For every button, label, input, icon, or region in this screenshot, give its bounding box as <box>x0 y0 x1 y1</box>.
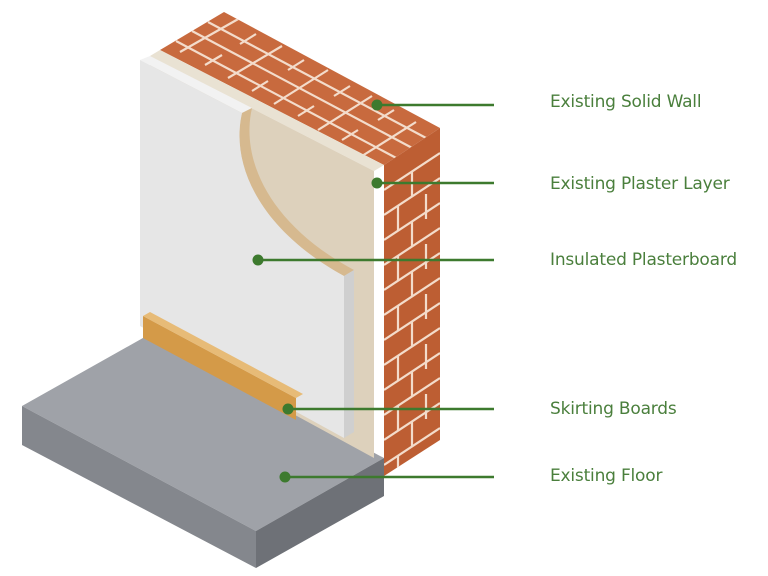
leader-dot-plasterboard <box>252 254 264 266</box>
floor-front-face <box>22 406 256 568</box>
board-edge-curve <box>239 108 354 276</box>
leader-dot-plaster <box>371 177 383 189</box>
leader-dot-solid-wall <box>371 99 383 111</box>
plaster-top-edge <box>150 50 384 171</box>
label-existing-plaster-layer: Existing Plaster Layer <box>550 174 730 194</box>
brick-wall-side <box>384 128 440 476</box>
skirting-board <box>143 312 303 420</box>
board-right-edge <box>344 270 354 438</box>
floor-top-face <box>22 334 384 531</box>
label-existing-floor: Existing Floor <box>550 466 663 486</box>
label-skirting-boards: Skirting Boards <box>550 399 677 419</box>
floor-side-face <box>256 458 384 568</box>
floor-slab <box>22 334 384 568</box>
label-insulated-plasterboard: Insulated Plasterboard <box>550 250 737 270</box>
label-existing-solid-wall: Existing Solid Wall <box>550 92 702 112</box>
brick-wall-top <box>160 12 440 165</box>
leader-lines <box>252 99 494 483</box>
leader-dot-floor <box>279 471 291 483</box>
board-top-edge <box>140 56 252 113</box>
leader-dot-skirting <box>282 403 294 415</box>
